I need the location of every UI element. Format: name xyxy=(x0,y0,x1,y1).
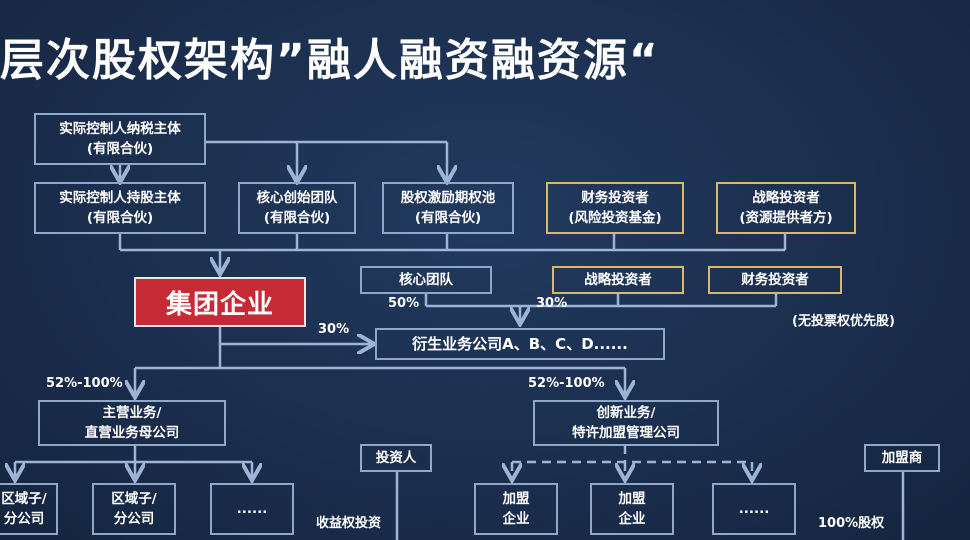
node-line: 战略投资者 xyxy=(752,190,820,206)
node-financial-investor-2: 财务投资者 xyxy=(708,266,842,294)
node-regional-branch-2: 区域子/ 分公司 xyxy=(92,483,176,535)
node-line: (风险投资基金) xyxy=(568,210,662,226)
label-main-share-range: 52%-100% xyxy=(46,376,123,391)
label-innovation-share-range: 52%-100% xyxy=(528,376,605,391)
node-franchise-enterprise-1: 加盟 企业 xyxy=(474,483,558,535)
node-founder-team: 核心创始团队 (有限合伙) xyxy=(238,182,356,234)
node-option-pool: 股权激励期权池 (有限合伙) xyxy=(382,182,514,234)
node-more-branches: ...... xyxy=(210,483,294,535)
node-line: (有限合伙) xyxy=(414,210,482,226)
node-line: 核心创始团队 xyxy=(256,190,338,206)
node-line: (资源提供者方) xyxy=(739,210,833,226)
node-line: 主营业务/ xyxy=(102,405,162,421)
label-50-percent: 50% xyxy=(388,296,420,311)
node-line: (有限合伙) xyxy=(86,141,154,157)
node-line: 企业 xyxy=(502,511,530,527)
node-line: 分公司 xyxy=(113,511,155,527)
node-innovation-business: 创新业务/ 特许加盟管理公司 xyxy=(533,400,719,446)
node-line: 直营业务母公司 xyxy=(84,425,180,441)
node-tax-entity: 实际控制人纳税主体 (有限合伙) xyxy=(34,113,206,165)
node-line: 区域子/ xyxy=(1,491,47,507)
node-core-team: 核心团队 xyxy=(360,266,492,294)
node-line: 加盟商 xyxy=(881,450,923,466)
node-line: 实际控制人持股主体 xyxy=(59,190,181,206)
node-holding-entity: 实际控制人持股主体 (有限合伙) xyxy=(34,182,206,234)
node-line: 核心团队 xyxy=(399,272,453,288)
node-line: (有限合伙) xyxy=(86,210,154,226)
label-100-percent-equity: 100%股权 xyxy=(818,516,885,531)
label-30-percent-strategic: 30% xyxy=(536,296,568,311)
label-income-right-investment: 收益权投资 xyxy=(316,516,382,531)
node-line: 财务投资者 xyxy=(741,272,809,288)
slide-title: 层次股权架构”融人融资融资源“ xyxy=(0,35,660,86)
node-franchise-enterprise-2: 加盟 企业 xyxy=(590,483,674,535)
node-strategic-investor-2: 战略投资者 xyxy=(552,266,684,294)
node-line: (有限合伙) xyxy=(263,210,331,226)
node-line: ...... xyxy=(738,501,770,517)
node-line: 加盟 xyxy=(618,491,646,507)
label-no-voting-preferred: (无投票权优先股) xyxy=(792,314,895,329)
node-line: 投资人 xyxy=(375,450,417,466)
node-line: 战略投资者 xyxy=(584,272,652,288)
node-regional-branch-1: 区域子/ 分公司 xyxy=(0,483,58,535)
node-line: 特许加盟管理公司 xyxy=(572,425,680,441)
node-line: 衍生业务公司A、B、C、D...... xyxy=(412,335,628,353)
node-franchisee: 加盟商 xyxy=(864,444,940,472)
node-more-franchises: ...... xyxy=(712,483,796,535)
node-line: 创新业务/ xyxy=(596,405,656,421)
node-main-business: 主营业务/ 直营业务母公司 xyxy=(38,400,226,446)
node-line: ...... xyxy=(236,501,268,517)
node-line: 分公司 xyxy=(3,511,45,527)
node-derivative-companies: 衍生业务公司A、B、C、D...... xyxy=(375,328,665,360)
node-investor: 投资人 xyxy=(360,444,432,472)
node-line: 股权激励期权池 xyxy=(400,190,496,206)
node-line: 加盟 xyxy=(502,491,530,507)
node-line: 财务投资者 xyxy=(581,190,649,206)
node-group-enterprise: 集团企业 xyxy=(134,277,306,327)
node-line: 企业 xyxy=(618,511,646,527)
label-30-percent-group: 30% xyxy=(318,322,350,337)
node-financial-investor: 财务投资者 (风险投资基金) xyxy=(546,182,684,234)
node-strategic-investor: 战略投资者 (资源提供者方) xyxy=(716,182,856,234)
node-line: 实际控制人纳税主体 xyxy=(59,121,181,137)
node-line: 区域子/ xyxy=(111,491,157,507)
